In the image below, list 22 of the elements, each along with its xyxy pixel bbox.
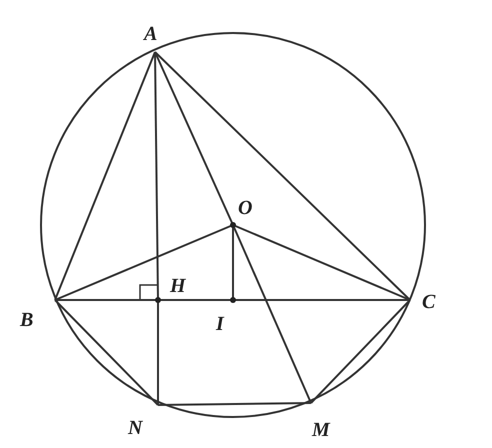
line-segment <box>310 299 411 404</box>
line-segment <box>54 224 234 301</box>
line-segment <box>55 299 158 301</box>
point-label: B <box>20 310 34 330</box>
point-label: M <box>312 420 330 440</box>
line-segment <box>158 402 312 406</box>
point-label: I <box>216 314 224 334</box>
point-label: N <box>128 418 142 438</box>
line-segment <box>232 225 234 300</box>
line-segment <box>232 224 312 404</box>
point-label: C <box>422 292 436 312</box>
line-segment <box>157 300 159 405</box>
line-segment <box>154 51 411 301</box>
line-segment <box>233 299 410 301</box>
point-label: H <box>170 276 186 296</box>
point-label: O <box>238 198 252 218</box>
line-segment <box>54 299 159 406</box>
point-label: A <box>144 24 158 44</box>
line-segment <box>232 224 410 301</box>
line-segment <box>158 299 233 301</box>
line-segment <box>154 52 234 226</box>
line-segment <box>54 52 156 300</box>
